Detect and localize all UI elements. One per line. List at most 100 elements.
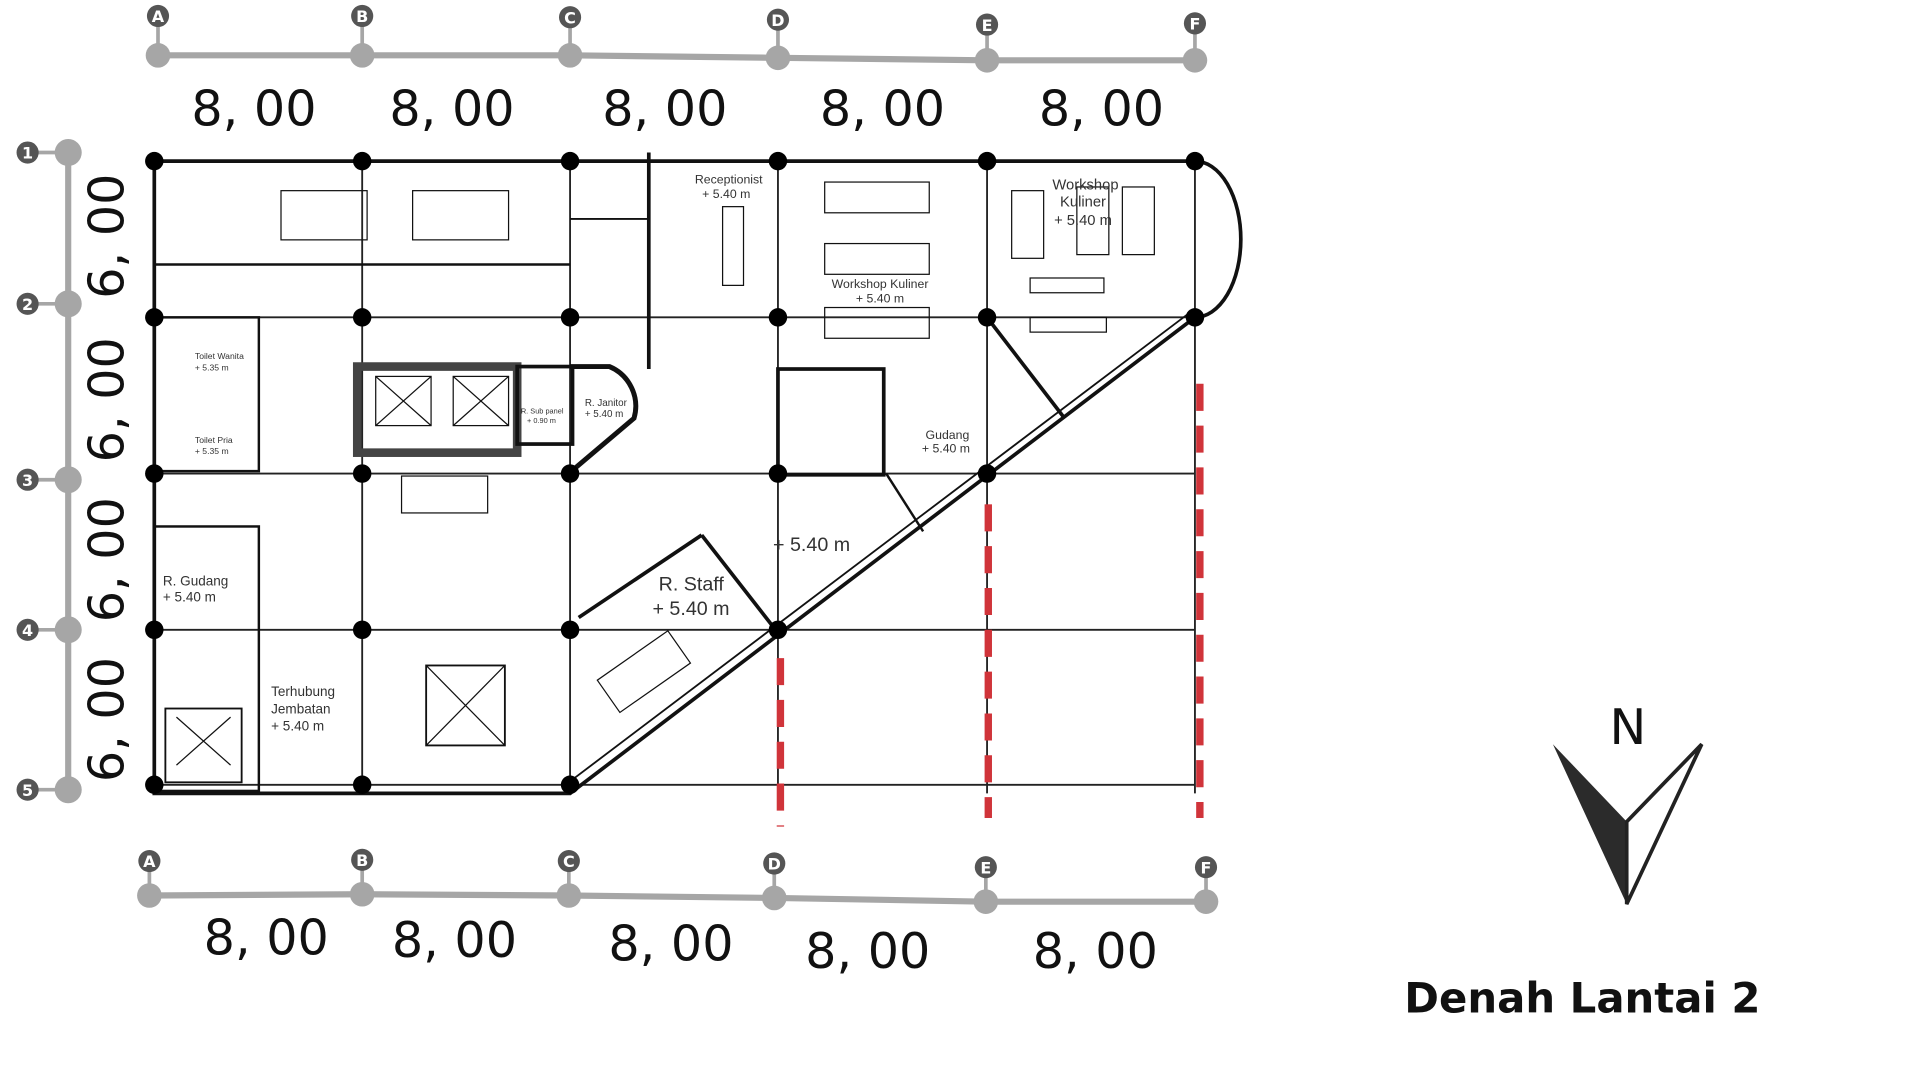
structural-column (352, 775, 372, 795)
axis-label-F: F (1189, 15, 1200, 34)
axis-node (145, 43, 171, 68)
axis-bubble (16, 618, 39, 641)
room-level: + 5.35 m (195, 446, 229, 456)
axis-node (1193, 889, 1219, 914)
room-label: Workshop Kuliner (832, 277, 929, 291)
axis-bubble (1183, 12, 1207, 35)
span-dimension-bottom: 8, 00 (392, 911, 517, 969)
room-label: R. Gudang (163, 574, 228, 589)
span-dimension-top: 8, 00 (820, 79, 945, 137)
span-dimension-top: 8, 00 (602, 79, 727, 137)
span-dimension-bottom: 8, 00 (608, 915, 733, 973)
axis-bubble (351, 4, 374, 28)
room-level: + 5.40 m (585, 409, 624, 420)
structural-column (560, 775, 580, 795)
axis-bubble (351, 848, 374, 871)
axis-label-2: 2 (22, 295, 33, 314)
axis-node (973, 889, 999, 914)
north-label: N (1610, 698, 1647, 756)
drawing-title: Denah Lantai 2 (1404, 973, 1760, 1022)
room-level: + 5.35 m (195, 362, 229, 372)
axis-bubble (16, 468, 39, 491)
section-lines (776, 383, 1204, 827)
structural-column (768, 308, 788, 327)
structural-column (145, 620, 164, 640)
room-level: + 5.40 m (652, 598, 729, 620)
axis-bubble (558, 6, 582, 29)
room-label: Workshop (1052, 177, 1118, 193)
axis-label-B: B (356, 851, 368, 870)
structural-column (1185, 151, 1205, 171)
axis-label-5: 5 (22, 781, 33, 800)
axis-label-C: C (563, 852, 575, 871)
structural-column (768, 151, 788, 171)
span-dimension-left: 6, 00 (78, 497, 136, 622)
room-level: + 5.40 m (163, 590, 216, 605)
span-dimension-bottom: 8, 00 (1033, 922, 1158, 980)
span-dimension-top: 8, 00 (389, 79, 514, 137)
structural-column (560, 151, 580, 171)
span-dimension-top: 8, 00 (1039, 79, 1164, 137)
room-label: R. Janitor (585, 398, 628, 409)
structural-column (352, 308, 372, 327)
structural-column (768, 620, 788, 640)
structural-column (145, 464, 164, 483)
structural-column (977, 308, 997, 327)
structural-column (1185, 308, 1205, 327)
axis-label-3: 3 (22, 471, 33, 490)
room-level: + 0.90 m (527, 416, 556, 425)
structural-column (352, 151, 372, 171)
axis-node (761, 885, 787, 911)
room-level: + 5.40 m (702, 187, 750, 201)
axis-node (1182, 47, 1208, 73)
room-label: Gudang (926, 428, 970, 442)
axis-node (54, 290, 82, 318)
span-dimension-left: 6, 00 (78, 657, 136, 782)
axis-bubble (766, 8, 790, 31)
axis-bubble (763, 852, 786, 875)
axis-bubble (16, 141, 39, 164)
axis-bubble (974, 856, 997, 879)
structural-column (352, 464, 372, 483)
room-level: + 5.40 m (856, 292, 904, 306)
span-dimension-top: 8, 00 (191, 79, 316, 137)
room-label: Kuliner (1060, 195, 1106, 211)
axis-label-D: D (768, 855, 781, 874)
room-label: Terhubung (271, 684, 335, 699)
axis-bubble (1194, 856, 1218, 879)
axis-node (54, 466, 82, 494)
axis-node (556, 883, 582, 908)
axis-label-4: 4 (22, 621, 33, 640)
room-level: + 5.40 m (1054, 213, 1112, 229)
span-dimension-bottom: 8, 00 (204, 909, 329, 967)
axis-label-D: D (771, 11, 784, 30)
north-arrow: N (1552, 698, 1704, 905)
structural-column (977, 151, 997, 171)
structural-column (768, 464, 788, 483)
axis-bubble (16, 778, 39, 801)
room-label: Receptionist (695, 172, 763, 186)
axis-bubble (975, 13, 999, 36)
span-dimension-left: 6, 00 (78, 337, 136, 462)
building-walls (152, 152, 1243, 796)
north-arrow-icon (1552, 744, 1627, 905)
axis-node (54, 776, 82, 804)
structural-column (560, 620, 580, 640)
axis-bubble (557, 849, 580, 873)
axis-node (137, 883, 162, 908)
structural-column (145, 151, 164, 171)
structural-column (977, 464, 997, 483)
structural-column (560, 308, 580, 327)
room-label: Toilet Wanita (195, 351, 244, 361)
structural-column (352, 620, 372, 640)
axis-bubble (16, 292, 39, 315)
room-labels: Receptionist + 5.40 m Workshop Kuliner +… (163, 172, 1119, 733)
axis-label-A: A (152, 7, 165, 26)
axis-node (54, 138, 82, 167)
structural-column (145, 775, 164, 795)
axis-label-B: B (356, 7, 368, 26)
axis-bubble (138, 849, 161, 873)
axis-node (349, 43, 375, 68)
